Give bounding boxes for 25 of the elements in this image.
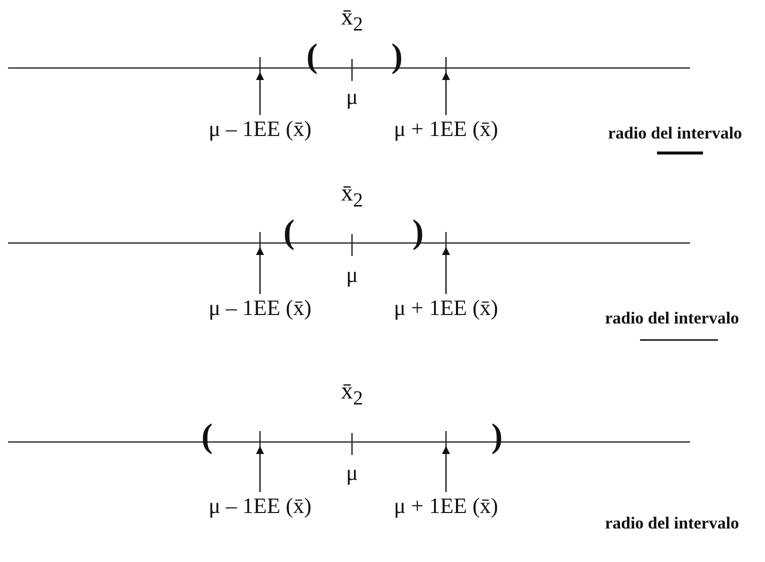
bracket: (: [283, 216, 295, 250]
x-bar-subscript: x̄$_{2}$: [341, 182, 363, 210]
leader-line: [442, 247, 450, 294]
bracket: ): [391, 40, 403, 74]
interval-radius-label: radio del intervalo: [604, 310, 740, 326]
mu-symbol: μ: [346, 86, 358, 108]
interval-radius-label: radio del intervalo: [608, 124, 742, 142]
interval-radius-label: radio del intervalo: [604, 514, 740, 532]
mu-symbol: μ: [346, 264, 358, 286]
bracket: (: [306, 40, 318, 74]
mu-symbol: μ: [346, 462, 358, 484]
bound-label: μ – 1EE (x̄): [208, 297, 312, 319]
leader-line: [256, 446, 264, 492]
leader-line: [442, 446, 450, 492]
bound-label: μ – 1EE (x̄): [208, 118, 312, 140]
bound-label: μ + 1EE (x̄): [394, 118, 498, 140]
leader-line: [442, 72, 450, 115]
bracket: ): [412, 216, 424, 250]
bound-label: μ + 1EE (x̄): [394, 495, 498, 517]
leader-line: [256, 247, 264, 294]
bound-label: μ + 1EE (x̄): [394, 297, 498, 319]
leader-line: [256, 72, 264, 115]
bound-label: μ – 1EE (x̄): [208, 495, 312, 517]
x-bar-subscript: x̄$_{2}$: [341, 6, 363, 34]
x-bar-subscript: x̄$_{2}$: [341, 380, 363, 408]
